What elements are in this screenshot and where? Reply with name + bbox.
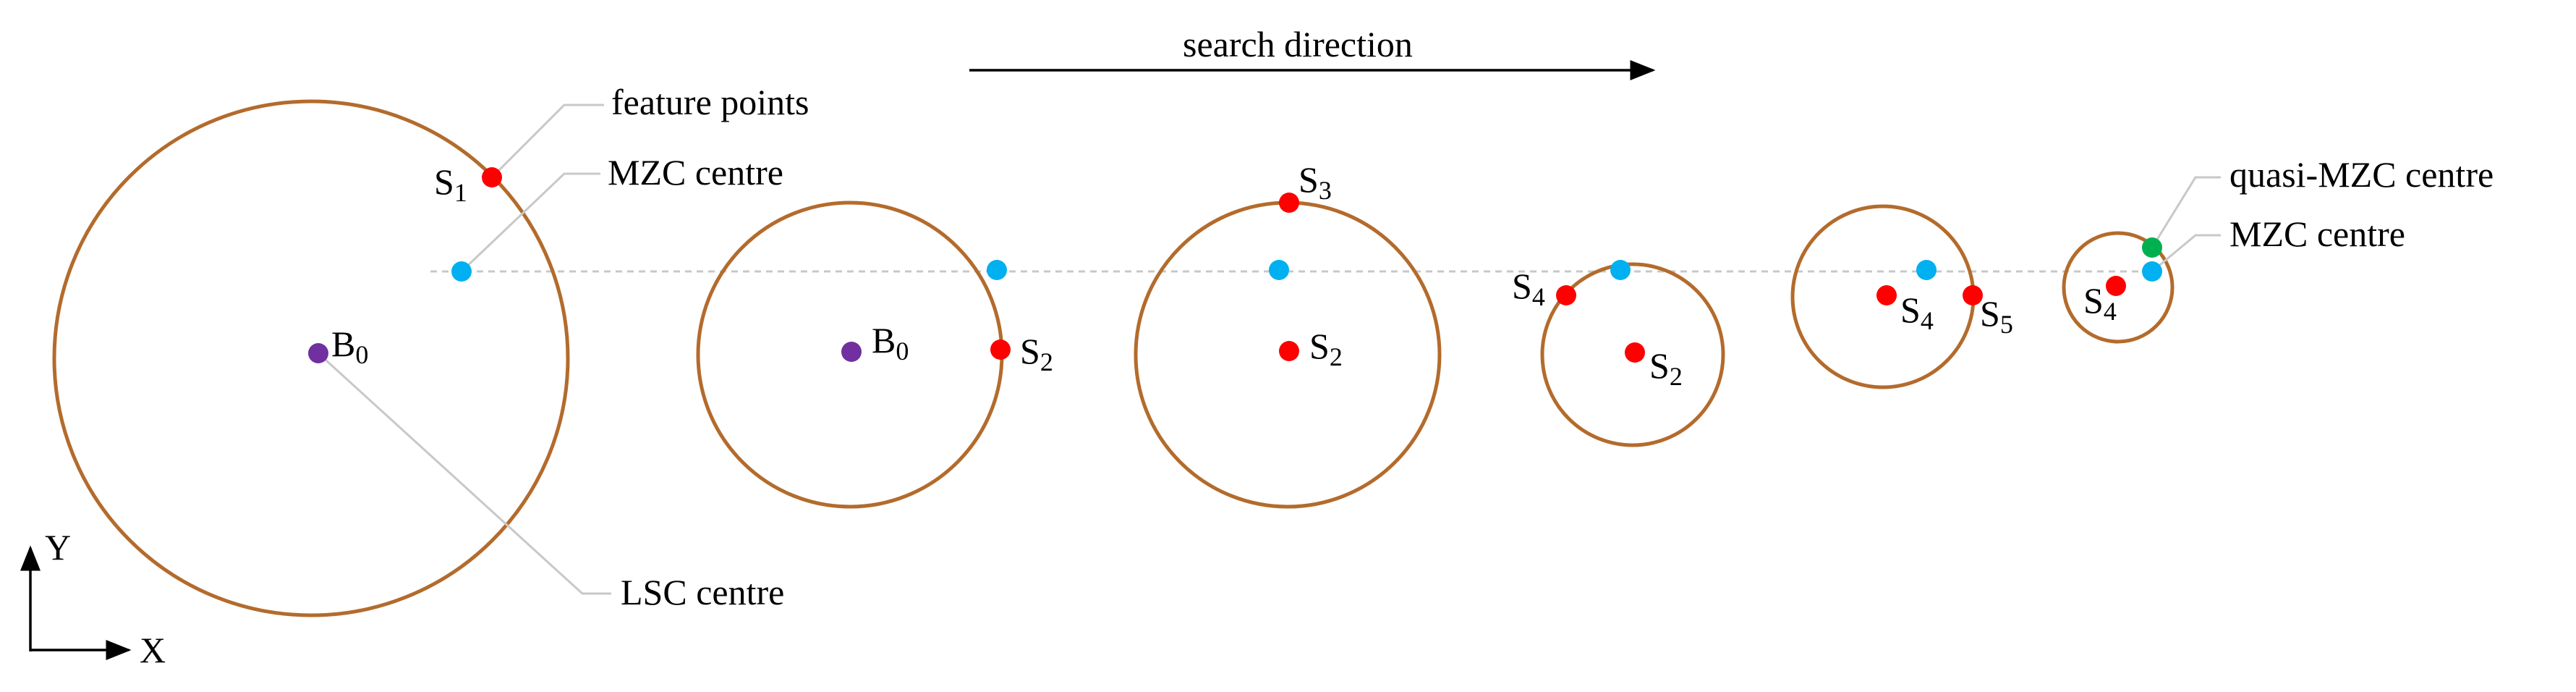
x-axis-label: X <box>140 630 166 670</box>
circle-1 <box>52 99 570 617</box>
label-s2-circle4: S2 <box>1649 345 1683 391</box>
leader-mzc-centre <box>460 172 600 273</box>
label-s5: S5 <box>1980 293 2013 339</box>
label-s4-circle6: S4 <box>2083 280 2117 326</box>
label-s1: S1 <box>434 161 467 207</box>
point-b0-2 <box>841 342 862 362</box>
leader-mzc-centre-2 <box>2151 234 2221 273</box>
label-lsc-centre: LSC centre <box>621 572 784 612</box>
label-feature-points: feature points <box>611 82 809 122</box>
y-axis-label: Y <box>45 527 71 567</box>
point-s1 <box>482 167 502 187</box>
label-s2-circle2: S2 <box>1020 331 1053 376</box>
point-mzc-4 <box>1610 260 1631 280</box>
leader-feature-points <box>490 104 604 179</box>
point-mzc-2 <box>987 260 1007 280</box>
point-mzc-5 <box>1916 260 1937 280</box>
label-s4-circle5: S4 <box>1900 290 1934 335</box>
point-s4-circle5 <box>1876 285 1897 305</box>
point-mzc-1 <box>451 261 472 282</box>
point-s2-circle3 <box>1279 341 1299 361</box>
label-mzc-centre-2: MZC centre <box>2229 214 2405 254</box>
point-s3 <box>1279 193 1299 213</box>
point-s4-circle6 <box>2106 276 2126 296</box>
label-s3: S3 <box>1298 159 1332 205</box>
point-mzc-6 <box>2142 261 2162 282</box>
point-b0-1 <box>308 343 328 363</box>
label-s4-circle4: S4 <box>1512 266 1545 311</box>
point-s5 <box>1963 285 1983 305</box>
point-s2-circle4 <box>1625 342 1645 363</box>
point-mzc-3 <box>1269 260 1289 280</box>
search-direction-label: search direction <box>1183 24 1413 64</box>
label-s2-circle3: S2 <box>1309 326 1343 371</box>
circle-4 <box>1540 262 1725 447</box>
point-s2-circle2 <box>990 339 1011 360</box>
label-mzc-centre: MZC centre <box>608 152 783 193</box>
label-b0-2: B0 <box>872 320 909 366</box>
leader-quasi-mzc-centre <box>2151 176 2221 248</box>
label-b0-1: B0 <box>331 324 368 369</box>
point-s4-circle4 <box>1556 285 1576 305</box>
leader-lsc-centre <box>317 352 611 595</box>
label-quasi-mzc-centre: quasi-MZC centre <box>2229 154 2494 195</box>
circle-6 <box>2062 231 2175 344</box>
point-quasi-mzc <box>2142 237 2162 258</box>
